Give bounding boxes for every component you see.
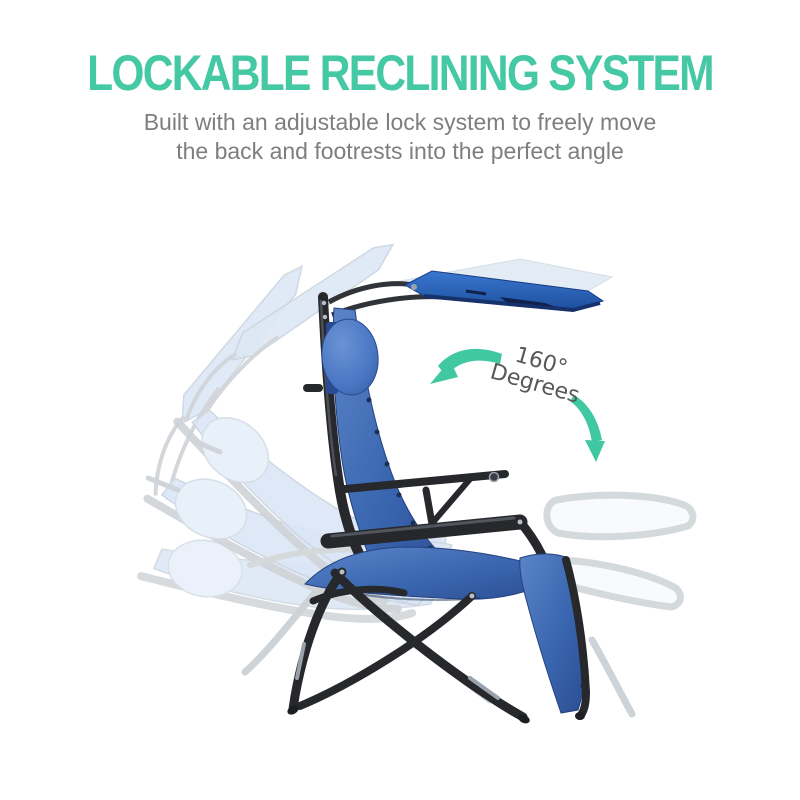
headrest-pillow bbox=[321, 318, 379, 396]
support-bar bbox=[309, 585, 408, 605]
ghost-armrest-stub bbox=[189, 437, 223, 455]
subtitle-line-2: the back and footrests into the perfect … bbox=[176, 138, 624, 164]
recline-lock-knob bbox=[303, 384, 323, 392]
legs bbox=[287, 567, 585, 724]
curved-arrow-down-icon bbox=[570, 395, 605, 462]
subtitle-line-1: Built with an adjustable lock system to … bbox=[143, 109, 657, 135]
footrest-frame bbox=[341, 470, 509, 528]
canopy bbox=[403, 270, 605, 313]
subtitle: Built with an adjustable lock system to … bbox=[0, 108, 800, 166]
curved-arrow-left-icon bbox=[430, 348, 502, 384]
chair bbox=[287, 270, 605, 724]
ghost-armrest-stub bbox=[145, 475, 181, 493]
ghost-frame-bar bbox=[247, 546, 363, 568]
cross-leg bbox=[296, 592, 476, 710]
recline-range-arrows bbox=[430, 348, 605, 462]
rear-leg bbox=[288, 567, 347, 714]
footrest-fabric bbox=[519, 553, 591, 720]
ghost-footrest-raised-high bbox=[543, 491, 697, 541]
ghost-leg bbox=[588, 636, 636, 718]
page-title: LOCKABLE RECLINING SYSTEM bbox=[87, 45, 714, 101]
